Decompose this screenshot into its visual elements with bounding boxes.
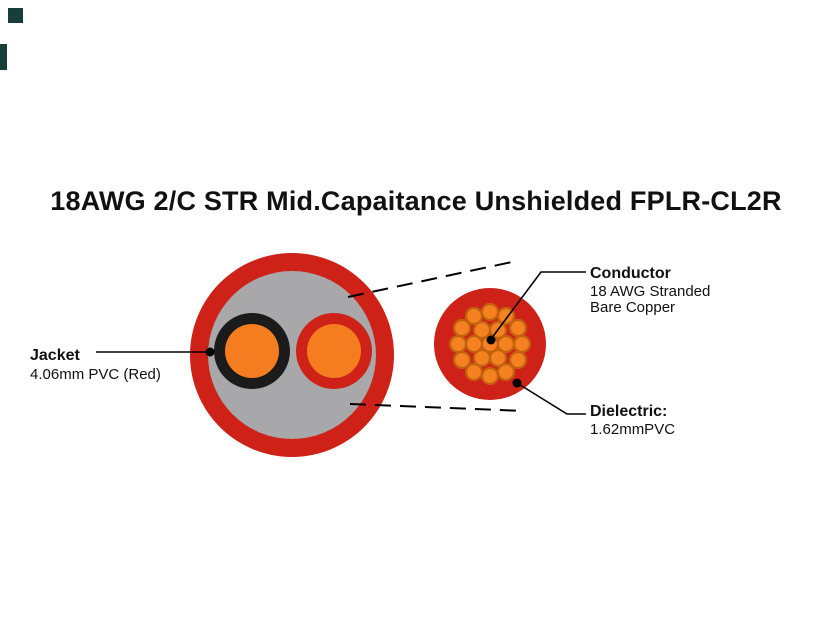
conductor-callout: Conductor 18 AWG Stranded Bare Copper (486, 265, 710, 345)
jacket-label-title: Jacket (30, 347, 80, 364)
cable-cross-section (190, 253, 394, 457)
jacket-pointer-dot (205, 347, 215, 357)
dielectric-callout: Dielectric: 1.62mmPVC (512, 378, 675, 438)
dielectric-pointer-dot (512, 378, 522, 388)
dielectric-label-title: Dielectric: (590, 403, 667, 420)
corner-artifact-1 (8, 8, 23, 23)
copper-strand (480, 302, 500, 322)
copper-strand (480, 366, 500, 386)
copper-strand (448, 334, 468, 354)
corner-artifact-2 (0, 44, 7, 70)
conductor-pointer-line (490, 271, 586, 340)
copper-strand (464, 362, 484, 382)
copper-strand (452, 318, 472, 338)
copper-strand (452, 350, 472, 370)
dielectric-label-desc: 1.62mmPVC (590, 421, 675, 438)
diagram-title: 18AWG 2/C STR Mid.Capaitance Unshielded … (50, 186, 781, 216)
copper-strand (464, 306, 484, 326)
magnifier-dash-bottom (349, 403, 525, 412)
copper-strand (488, 348, 508, 368)
conductor-label-title: Conductor (590, 265, 671, 282)
magnifier-dash-top (347, 261, 513, 298)
conductor-pointer-dot (486, 335, 496, 345)
right-conductor-core-circle (307, 324, 361, 378)
jacket-label-desc: 4.06mm PVC (Red) (30, 366, 161, 383)
copper-strand (472, 320, 492, 340)
left-conductor-core-circle (225, 324, 279, 378)
copper-strand (512, 334, 532, 354)
copper-strand (496, 362, 516, 382)
copper-strand (508, 350, 528, 370)
dielectric-pointer-line (516, 382, 586, 415)
conductor-label-desc-line1: 18 AWG Stranded (590, 283, 710, 300)
copper-strand (508, 318, 528, 338)
conductor-label-desc-line2: Bare Copper (590, 299, 675, 316)
jacket-callout: Jacket 4.06mm PVC (Red) (30, 347, 215, 383)
